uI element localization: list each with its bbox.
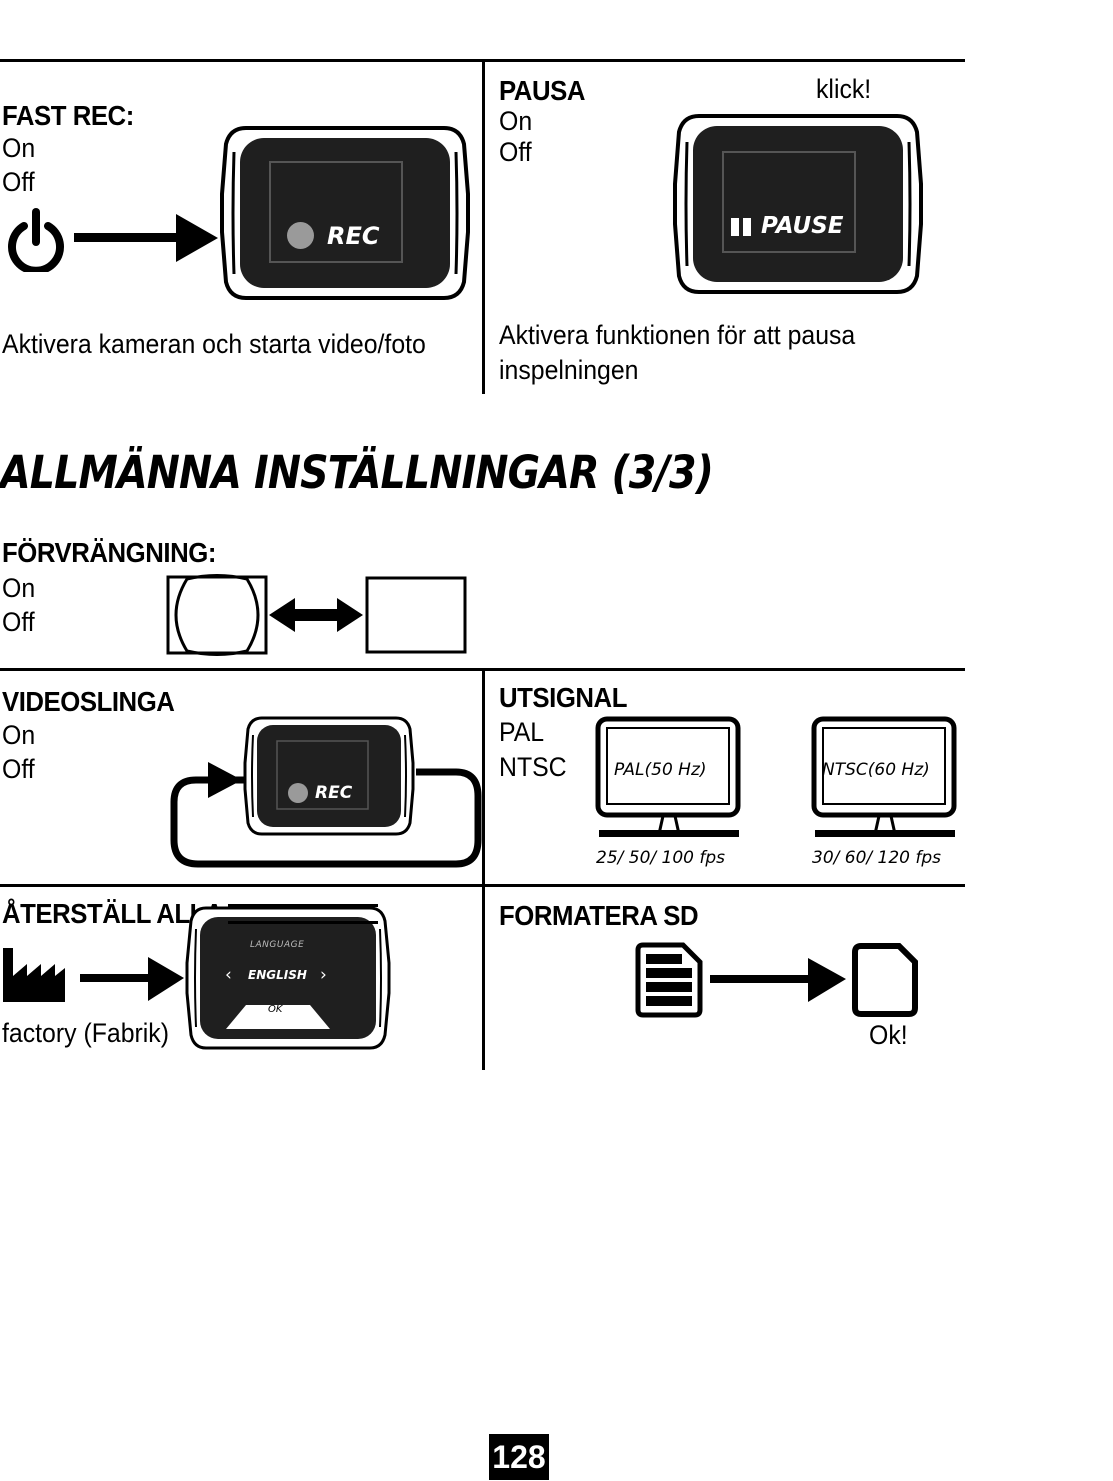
forvrangning-title: FÖRVRÄNGNING: bbox=[2, 537, 216, 568]
utsignal-option-pal: PAL bbox=[499, 717, 545, 747]
language-ok-button: OK bbox=[268, 1004, 283, 1015]
fast-rec-description: Aktivera kameran och starta video/foto bbox=[2, 329, 426, 359]
rec-dot-small bbox=[288, 783, 308, 803]
forvrangning-option-off: Off bbox=[2, 607, 35, 637]
monitor-pal-text: PAL(50 Hz) bbox=[614, 760, 707, 780]
fast-rec-title: FAST REC: bbox=[2, 100, 134, 131]
language-next-icon: › bbox=[320, 965, 327, 985]
aterstall-title: ÅTERSTÄLL ALLA bbox=[2, 898, 224, 929]
monitor-ntsc-icon bbox=[811, 716, 957, 837]
lower-rule bbox=[0, 884, 965, 887]
pal-fps: 25/ 50/ 100 fps bbox=[596, 848, 726, 868]
factory-icon bbox=[3, 948, 65, 1002]
camera-language-illustration bbox=[185, 906, 391, 1050]
format-result: Ok! bbox=[869, 1020, 908, 1050]
language-screen-header: LANGUAGE bbox=[250, 940, 305, 950]
pausa-description-line-2: inspelningen bbox=[499, 355, 639, 385]
formatera-title: FORMATERA SD bbox=[499, 900, 699, 931]
language-screen-value: ENGLISH bbox=[248, 968, 307, 982]
language-prev-icon: ‹ bbox=[225, 965, 232, 985]
ntsc-fps: 30/ 60/ 120 fps bbox=[812, 848, 942, 868]
middle-rule bbox=[0, 668, 965, 671]
rec-dot bbox=[287, 222, 314, 249]
camera-pause-label: PAUSE bbox=[761, 213, 844, 239]
fast-rec-option-on: On bbox=[2, 133, 36, 163]
power-icon bbox=[8, 208, 64, 272]
factory-caption: factory (Fabrik) bbox=[2, 1018, 170, 1048]
sd-card-full-icon bbox=[635, 942, 703, 1018]
loop-arrow-icon bbox=[170, 762, 482, 868]
videoslinga-option-on: On bbox=[2, 720, 36, 750]
camera-rec-label: REC bbox=[327, 222, 380, 250]
pausa-title: PAUSA bbox=[499, 75, 585, 106]
arrow-right-icon-2 bbox=[80, 957, 184, 1001]
bottom-divider bbox=[482, 670, 485, 1070]
videoslinga-title: VIDEOSLINGA bbox=[2, 686, 175, 717]
page-number: 128 bbox=[489, 1434, 549, 1480]
videoslinga-option-off: Off bbox=[2, 754, 35, 784]
section-title: ALLMÄNNA INSTÄLLNINGAR (3/3) bbox=[0, 446, 714, 499]
camera-rec-illustration bbox=[220, 126, 470, 300]
monitor-pal-icon bbox=[595, 716, 741, 837]
top-divider bbox=[482, 60, 485, 394]
arrow-right-icon bbox=[74, 214, 218, 262]
distortion-illustration bbox=[166, 574, 467, 656]
utsignal-title: UTSIGNAL bbox=[499, 682, 627, 713]
utsignal-option-ntsc: NTSC bbox=[499, 752, 567, 782]
hook-lines bbox=[228, 904, 378, 924]
pausa-click-label: klick! bbox=[816, 74, 872, 104]
pausa-option-on: On bbox=[499, 106, 533, 136]
arrow-right-icon-3 bbox=[710, 958, 846, 1002]
sd-card-empty-icon bbox=[852, 943, 918, 1017]
camera-loop-illustration bbox=[243, 716, 415, 836]
forvrangning-option-on: On bbox=[2, 573, 36, 603]
camera-pause-illustration bbox=[673, 114, 923, 294]
camera-loop-rec-label: REC bbox=[315, 783, 353, 803]
pausa-description-line-1: Aktivera funktionen för att pausa bbox=[499, 320, 856, 350]
fast-rec-option-off: Off bbox=[2, 167, 35, 197]
pausa-option-off: Off bbox=[499, 137, 532, 167]
monitor-ntsc-text: NTSC(60 Hz) bbox=[822, 760, 930, 780]
